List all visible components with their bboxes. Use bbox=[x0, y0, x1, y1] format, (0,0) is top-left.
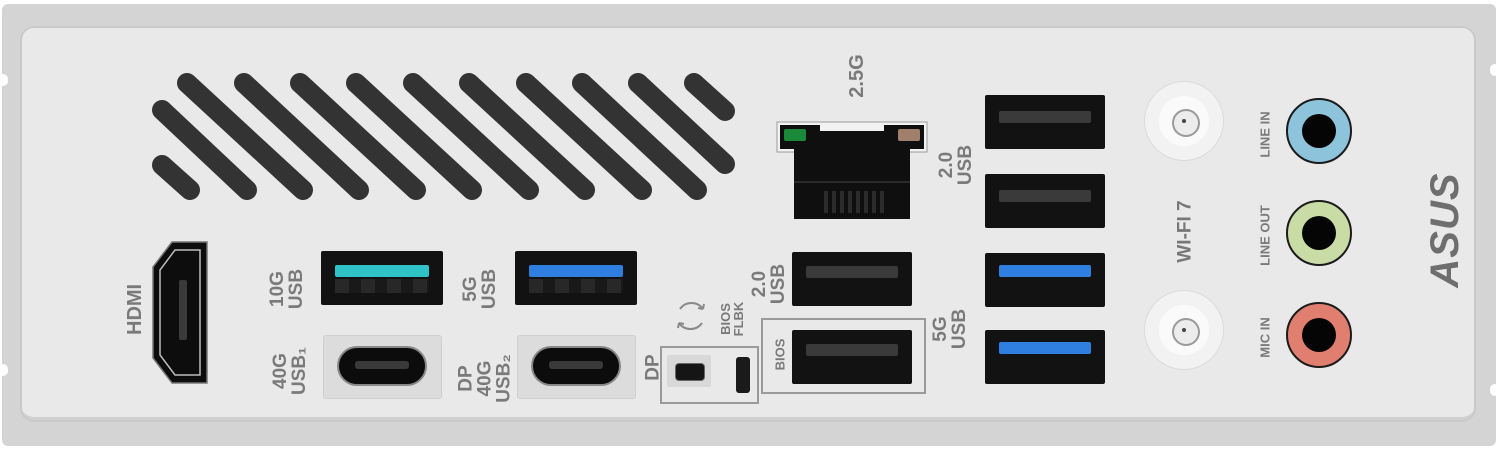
usb-5g-tongue bbox=[529, 265, 623, 277]
usb-5g-tongue bbox=[999, 265, 1091, 277]
antenna-pin bbox=[1182, 328, 1186, 332]
antenna-connector bbox=[1172, 318, 1200, 346]
usb-c2-type: USB₂ bbox=[493, 354, 515, 403]
usb-c1-type: USB₁ bbox=[289, 347, 310, 395]
usb-c1-port[interactable] bbox=[337, 346, 427, 386]
hdmi-port[interactable] bbox=[150, 240, 210, 390]
usb20-mid-type: USB bbox=[768, 263, 789, 305]
antenna-pin bbox=[1182, 119, 1186, 123]
usb-a-5g-right-1-port[interactable] bbox=[985, 253, 1105, 307]
usb-10g-type: USB bbox=[286, 268, 307, 310]
usb20-mid-label: 2.0 USB bbox=[749, 259, 789, 309]
bios-flbk-label: BIOS FLBK bbox=[718, 294, 746, 344]
asus-logo: ASUS bbox=[1423, 172, 1467, 288]
wifi-antenna-1[interactable] bbox=[1144, 81, 1224, 161]
usb20-mid-speed: 2.0 bbox=[749, 270, 770, 298]
usb-c1-bezel bbox=[323, 335, 442, 399]
usb-10g-label: 10G USB bbox=[267, 264, 307, 314]
usb-a-bios-port[interactable] bbox=[792, 330, 912, 384]
frame-notch bbox=[1490, 384, 1500, 396]
usb-a-10g-port[interactable] bbox=[321, 251, 443, 305]
bios-flashback-button[interactable] bbox=[675, 363, 705, 381]
usb-20-tongue bbox=[999, 190, 1091, 202]
usb20-top-type: USB bbox=[955, 144, 976, 186]
usb-a-20-top-1-port[interactable] bbox=[985, 95, 1105, 149]
lan-port[interactable] bbox=[776, 121, 928, 226]
antenna-connector bbox=[1172, 109, 1200, 137]
usb20-top-label: 2.0 USB bbox=[936, 140, 976, 190]
frame-notch bbox=[1490, 64, 1500, 76]
usb-10g-tongue bbox=[335, 265, 429, 277]
usb-5g-tongue bbox=[999, 342, 1091, 354]
usb-c-slot bbox=[355, 361, 409, 369]
usb-20-tongue bbox=[806, 266, 898, 278]
usb-5g-right-speed: 5G bbox=[930, 316, 951, 342]
line-out-label: LINE OUT bbox=[1257, 205, 1273, 266]
usb-a-5g-left-port[interactable] bbox=[515, 251, 637, 305]
usb-c2-bezel bbox=[517, 335, 636, 399]
usb-20-tongue bbox=[999, 111, 1091, 123]
usb-pins bbox=[335, 279, 429, 293]
usb-a-20-top-2-port[interactable] bbox=[985, 174, 1105, 228]
bios-flbk-line2: FLBK bbox=[731, 301, 746, 337]
usb-a-20-mid-port[interactable] bbox=[792, 252, 912, 306]
usb-5g-right-type: USB bbox=[949, 308, 970, 350]
usb-5g-type: USB bbox=[479, 268, 500, 310]
usb-a-5g-right-2-port[interactable] bbox=[985, 330, 1105, 384]
usb-5g-right-label: 5G USB bbox=[930, 304, 970, 354]
bios-flashback-button-bezel bbox=[667, 355, 711, 387]
line-out-jack[interactable] bbox=[1286, 200, 1352, 266]
lan-speed-label: 2.5G bbox=[846, 54, 868, 98]
bios-usb-label: BIOS bbox=[772, 338, 788, 371]
jack-hole bbox=[1302, 216, 1336, 250]
frame-notch bbox=[0, 364, 8, 376]
jack-hole bbox=[1302, 114, 1336, 148]
usb-c2-dp: DP bbox=[455, 365, 477, 392]
bios-led bbox=[736, 357, 750, 393]
vent-grille bbox=[140, 65, 740, 205]
frame-notch bbox=[0, 74, 8, 86]
usb-c-slot bbox=[549, 361, 603, 369]
refresh-icon bbox=[672, 297, 710, 340]
usb-pins bbox=[529, 279, 623, 293]
usb-10g-speed: 10G bbox=[267, 271, 288, 307]
usb-c2-port[interactable] bbox=[531, 346, 621, 386]
hdmi-label: HDMI bbox=[124, 283, 146, 335]
wifi-label: WI-FI 7 bbox=[1174, 200, 1196, 263]
bios-flbk-outline bbox=[660, 346, 759, 404]
line-in-label: LINE IN bbox=[1257, 111, 1273, 158]
usb-c2-label: DP 40G USB₂ bbox=[455, 339, 515, 419]
line-in-jack[interactable] bbox=[1286, 98, 1352, 164]
mic-in-label: MIC IN bbox=[1257, 317, 1273, 358]
usb20-top-speed: 2.0 bbox=[936, 151, 957, 179]
usb-20-tongue bbox=[806, 344, 898, 356]
usb-c2-speed: 40G bbox=[474, 360, 496, 397]
usb-5g-speed: 5G bbox=[460, 276, 481, 302]
usb-5g-left-label: 5G USB bbox=[460, 264, 500, 314]
wifi-antenna-2[interactable] bbox=[1144, 290, 1224, 370]
mic-in-jack[interactable] bbox=[1286, 302, 1352, 368]
usb-c1-speed: 40G bbox=[270, 353, 291, 389]
jack-hole bbox=[1302, 318, 1336, 352]
usb-c1-label: 40G USB₁ bbox=[270, 341, 310, 401]
bios-usb-outline bbox=[761, 318, 926, 394]
